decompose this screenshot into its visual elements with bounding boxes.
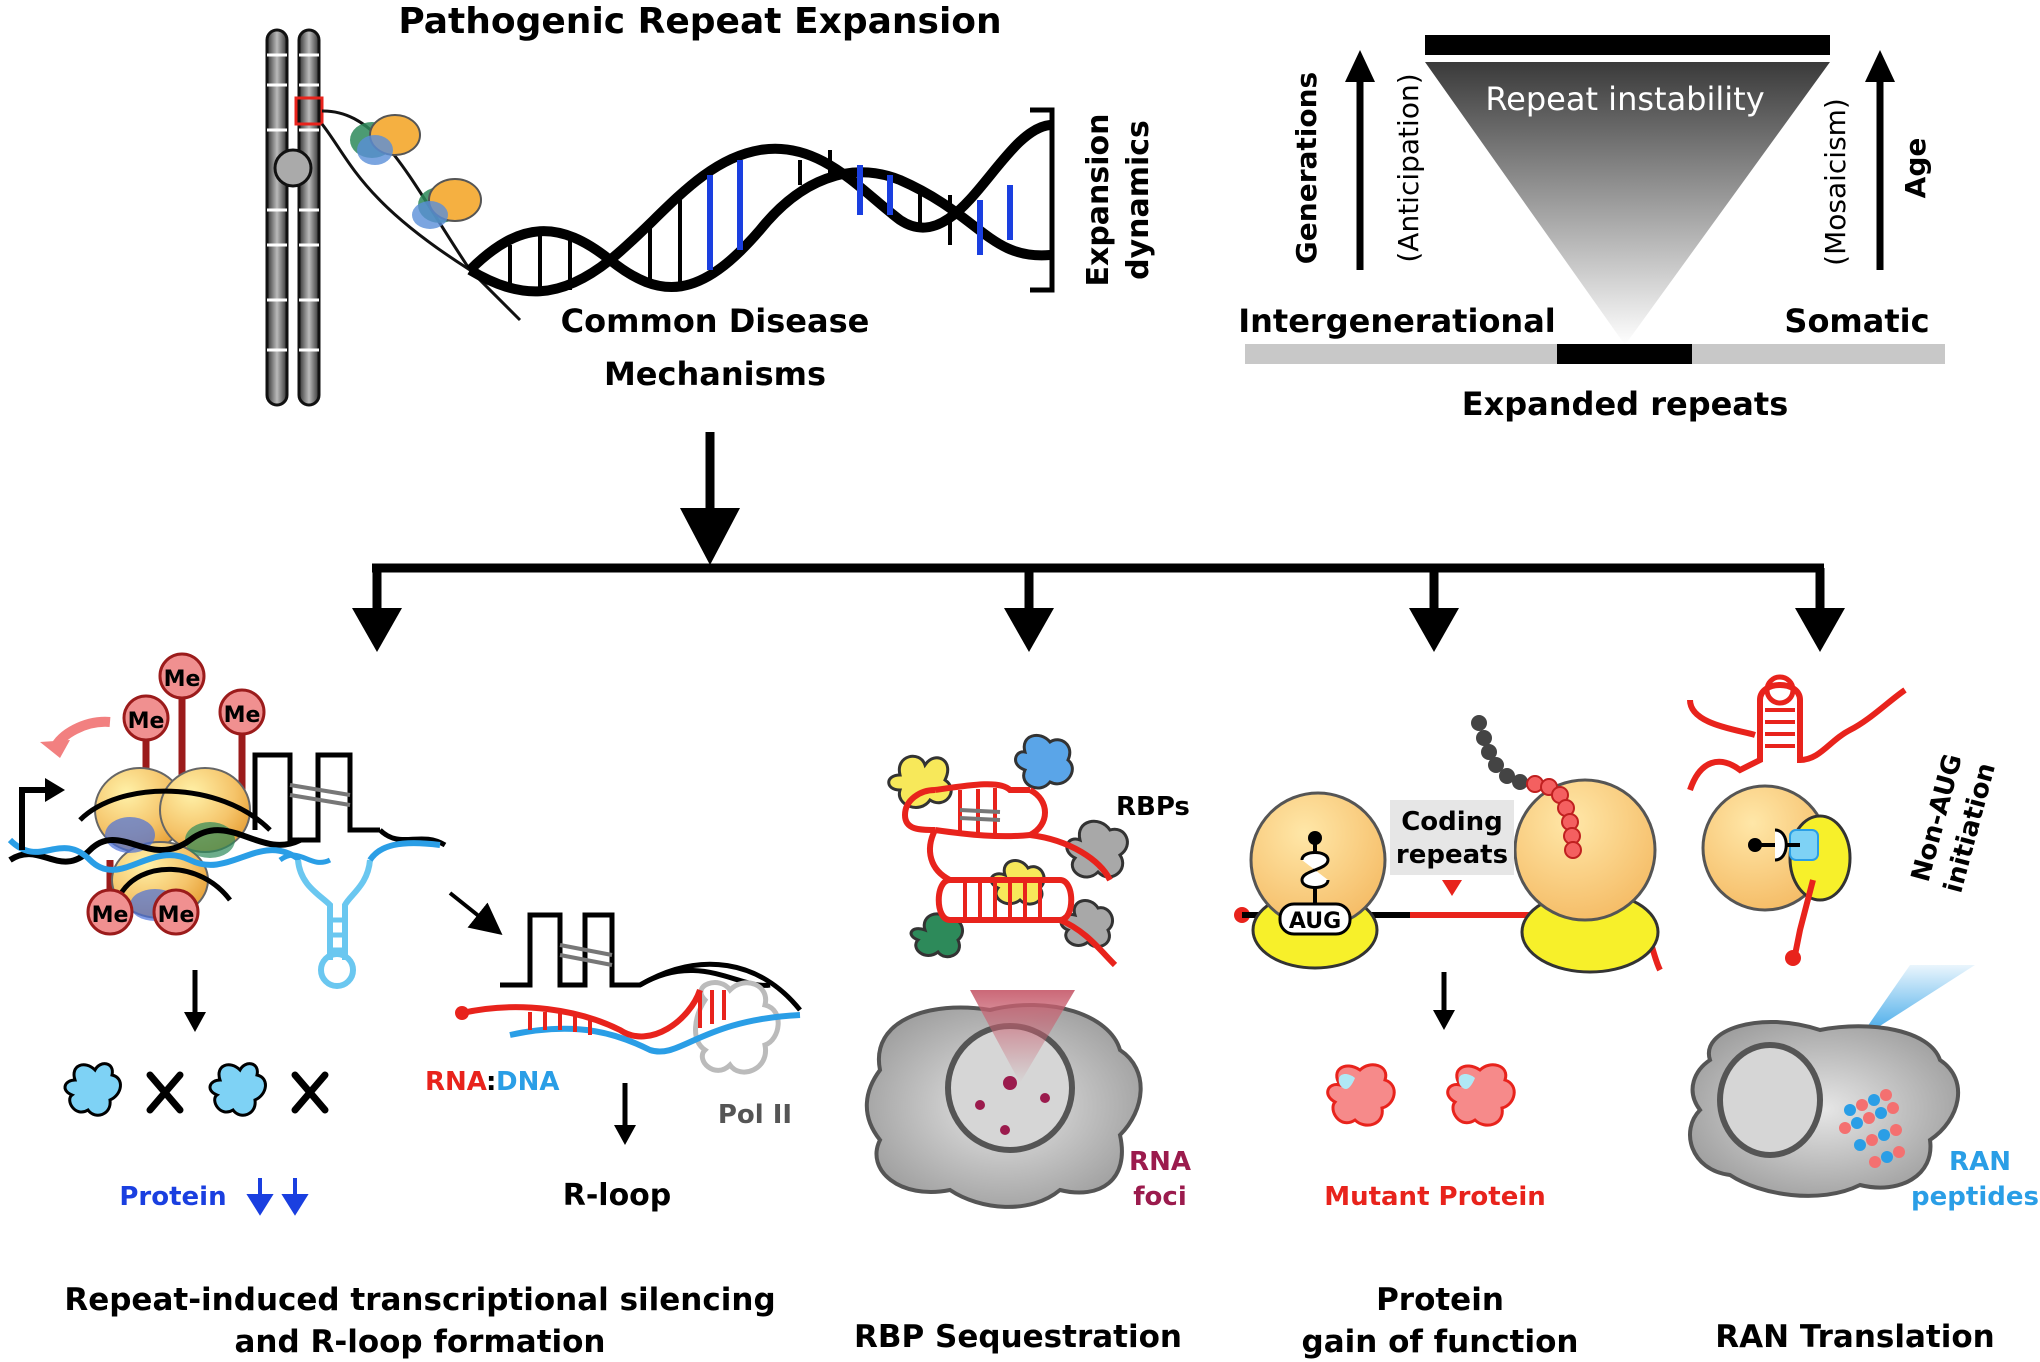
methyl-group-icon: Me Me Me Me Me	[86, 652, 266, 936]
dynamics-label: dynamics	[1121, 120, 1156, 280]
svg-text:Me: Me	[224, 703, 261, 728]
generations-label: Generations	[1290, 72, 1323, 264]
rna-foci-label-line2: foci	[1133, 1182, 1187, 1212]
dna-label: DNA	[496, 1067, 559, 1097]
somatic-label: Somatic	[1784, 302, 1929, 340]
gof-down-arrow	[1433, 972, 1455, 1030]
rna-dna-colon: :	[486, 1067, 496, 1097]
rna-foci-label-line1: RNA	[1129, 1147, 1191, 1177]
mutant-protein-icon	[1326, 1063, 1516, 1127]
expansion-label: Expansion	[1081, 113, 1116, 286]
repeat-instability-triangle	[1425, 35, 1830, 345]
silencing-caption-line1: Repeat-induced transcriptional silencing	[64, 1282, 775, 1318]
gof-caption-line1: Protein	[1376, 1282, 1504, 1318]
expanded-repeats-bar	[1245, 344, 1945, 364]
ran-ribosome	[1687, 674, 1907, 966]
ran-caption: RAN Translation	[1715, 1319, 1994, 1355]
cell-with-rna-foci	[864, 990, 1143, 1209]
rbps-label: RBPs	[1116, 792, 1190, 822]
svg-text:Me: Me	[158, 903, 195, 928]
age-label: Age	[1899, 138, 1932, 199]
diagram-title: Pathogenic Repeat Expansion	[398, 1, 1001, 42]
svg-text:Me: Me	[92, 903, 129, 928]
pol-ii-label: Pol II	[718, 1100, 792, 1130]
silencing-down-arrow	[184, 970, 206, 1032]
silencing-caption-line2: and R-loop formation	[234, 1324, 605, 1360]
common-disease-label: Common Disease	[561, 302, 870, 340]
aug-label: AUG	[1289, 909, 1341, 934]
silencing-panel	[7, 690, 447, 989]
svg-text:Me: Me	[128, 709, 165, 734]
rloop-diagram	[448, 891, 802, 1145]
ribosome-translation	[1234, 715, 1663, 974]
repeat-instability-label: Repeat instability	[1485, 80, 1764, 118]
mutant-protein-label: Mutant Protein	[1324, 1182, 1546, 1212]
nucleosome-cluster-icon	[350, 114, 482, 229]
rbp-caption: RBP Sequestration	[854, 1319, 1182, 1355]
rbp-rna-hairpin	[887, 733, 1129, 968]
svg-text:Me: Me	[164, 667, 201, 692]
coding-repeats-box	[1390, 800, 1514, 875]
age-arrow	[1865, 50, 1895, 270]
generations-arrow	[1345, 50, 1375, 270]
chromosome	[265, 28, 324, 407]
repeats-label: repeats	[1396, 840, 1508, 870]
rna-label: RNA	[425, 1067, 487, 1097]
decrease-arrows-icon	[246, 1178, 309, 1216]
dna-double-helix	[466, 120, 1052, 297]
cell-with-ran-peptides	[1688, 965, 1975, 1198]
protein-label: Protein	[119, 1182, 226, 1212]
ran-peptides-label-line1: RAN	[1949, 1147, 2011, 1177]
coding-label: Coding	[1401, 807, 1503, 837]
rloop-label: R-loop	[563, 1178, 672, 1213]
protein-blob-icon	[63, 1062, 267, 1117]
ran-peptides-label-line2: peptides	[1911, 1182, 2039, 1212]
expansion-bracket	[1030, 107, 1055, 293]
branch-arrows	[352, 432, 1845, 652]
expanded-repeats-label: Expanded repeats	[1462, 385, 1788, 423]
loss-x-icon	[146, 1071, 329, 1114]
anticipation-label: (Anticipation)	[1392, 73, 1425, 262]
intergenerational-label: Intergenerational	[1238, 302, 1556, 340]
mechanisms-label: Mechanisms	[604, 355, 826, 393]
mosaicism-label: (Mosaicism)	[1819, 98, 1852, 266]
gof-caption-line2: gain of function	[1302, 1324, 1579, 1360]
